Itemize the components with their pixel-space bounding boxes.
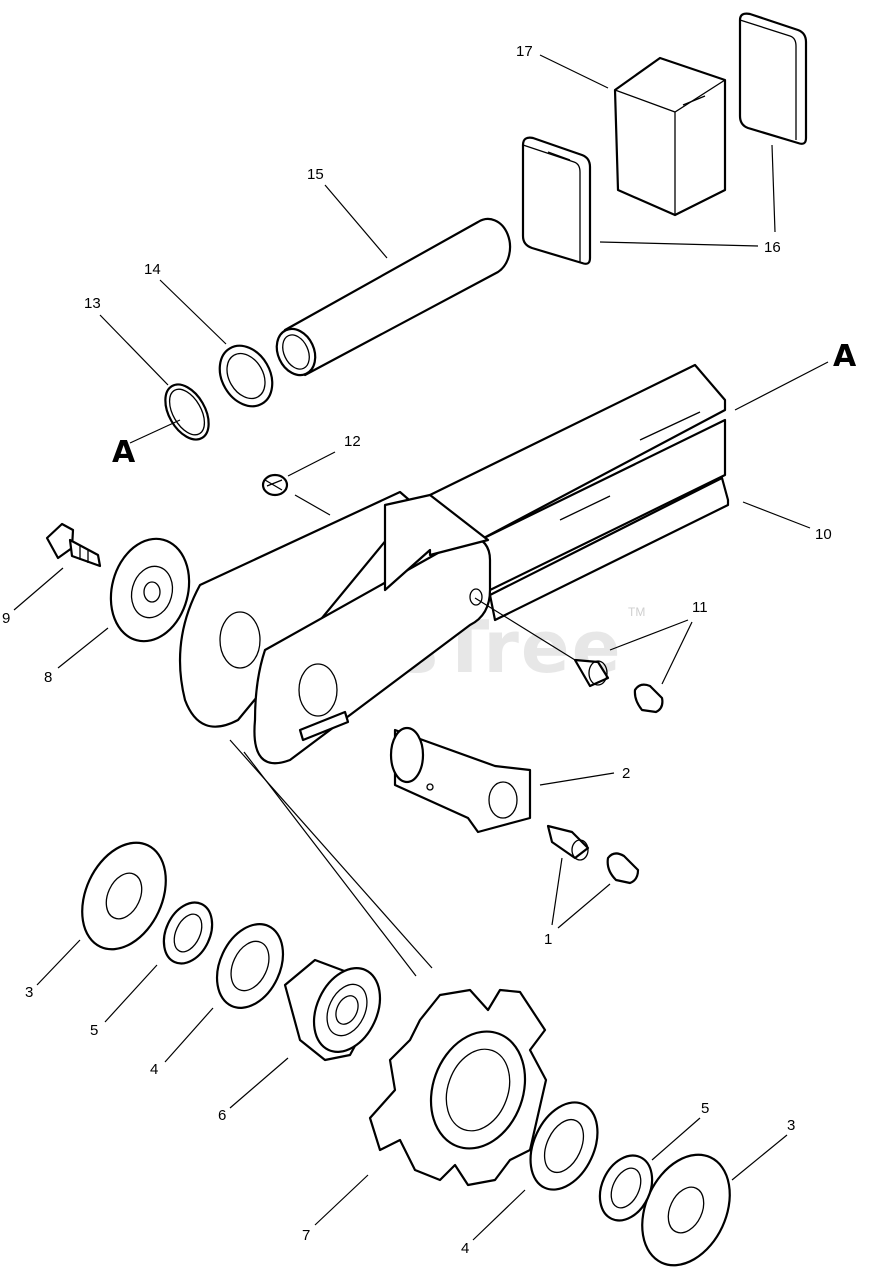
callout-5-left: 5 <box>90 1022 98 1039</box>
watermark-trademark: TM <box>628 605 645 619</box>
callout-labels: 17 16 15 14 13 12 10 11 9 8 2 1 3 5 4 6 … <box>2 43 832 1257</box>
callout-4-left: 4 <box>150 1061 158 1078</box>
callout-9: 9 <box>2 610 10 627</box>
part-14-ring[interactable] <box>209 336 283 415</box>
callout-7: 7 <box>302 1227 310 1244</box>
fork-plate-right[interactable] <box>253 493 492 765</box>
callout-3-left: 3 <box>25 984 33 1001</box>
callout-1: 1 <box>544 931 552 948</box>
callout-17: 17 <box>516 43 533 60</box>
section-ref-a-right: A <box>833 339 857 374</box>
callout-8: 8 <box>44 669 52 686</box>
part-2-pin[interactable] <box>389 726 532 834</box>
part-15-tube[interactable] <box>270 217 512 381</box>
part-17-block[interactable] <box>613 56 727 217</box>
part-4-spacer-right[interactable] <box>517 1092 610 1201</box>
callout-4-right: 4 <box>461 1240 469 1257</box>
part-1-grease-fitting[interactable] <box>546 824 590 861</box>
part-12-plug[interactable] <box>261 473 289 497</box>
callout-2: 2 <box>622 765 630 782</box>
part-7-sprocket[interactable] <box>368 988 548 1187</box>
part-5-shim-right[interactable] <box>590 1147 662 1229</box>
callout-16: 16 <box>764 239 781 256</box>
part-8-spacer[interactable] <box>100 530 200 650</box>
callout-5-right: 5 <box>701 1100 709 1117</box>
fork-plate-left <box>178 490 417 728</box>
part-9-bolt[interactable] <box>45 522 102 568</box>
part-6-bearing[interactable] <box>283 957 393 1062</box>
part-3-washer-left[interactable] <box>66 829 182 963</box>
section-ref-a-left: A <box>112 435 136 470</box>
part-13-snap-ring[interactable] <box>156 377 217 447</box>
part-1-cap[interactable] <box>606 852 640 885</box>
callout-11: 11 <box>692 599 708 616</box>
callout-12: 12 <box>344 433 361 450</box>
leader-lines <box>13 54 829 1241</box>
callout-6: 6 <box>218 1107 226 1124</box>
part-16-pad-lower[interactable] <box>521 136 592 265</box>
callout-13: 13 <box>84 295 101 312</box>
callout-14: 14 <box>144 261 161 278</box>
callout-10: 10 <box>815 526 832 543</box>
callout-15: 15 <box>307 166 324 183</box>
part-5-shim-left[interactable] <box>155 895 222 972</box>
part-11-grease-fitting[interactable] <box>573 658 610 688</box>
part-11-cap[interactable] <box>633 683 664 714</box>
part-16-pad-upper[interactable] <box>738 12 808 145</box>
part-4-spacer-left[interactable] <box>204 913 296 1018</box>
callout-3-right: 3 <box>787 1117 795 1134</box>
